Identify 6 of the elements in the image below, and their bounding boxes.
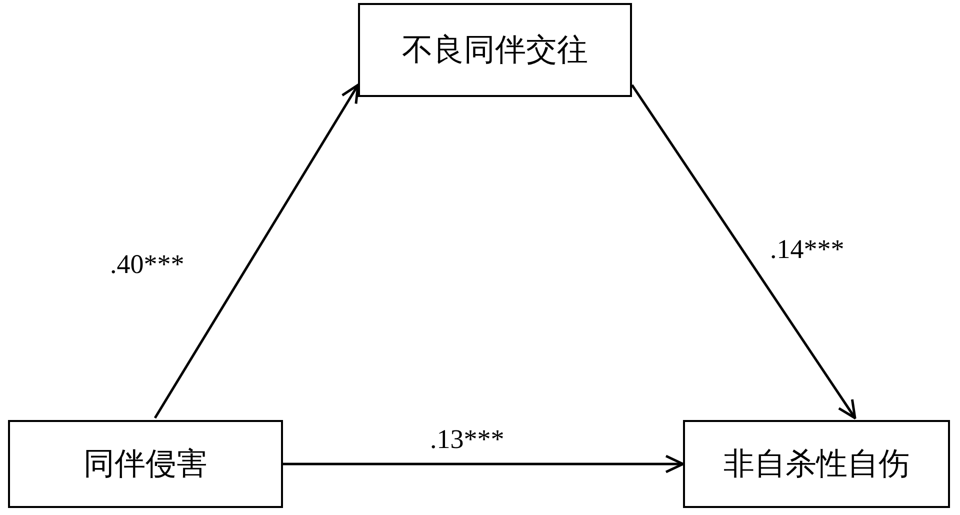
process-box: 同伴侵害 <box>8 420 283 508</box>
arrow <box>283 454 684 474</box>
process-box: 不良同伴交往 <box>358 3 632 97</box>
arrow <box>630 84 856 420</box>
process-box: 非自杀性自伤 <box>683 420 950 508</box>
arrow <box>154 84 360 419</box>
